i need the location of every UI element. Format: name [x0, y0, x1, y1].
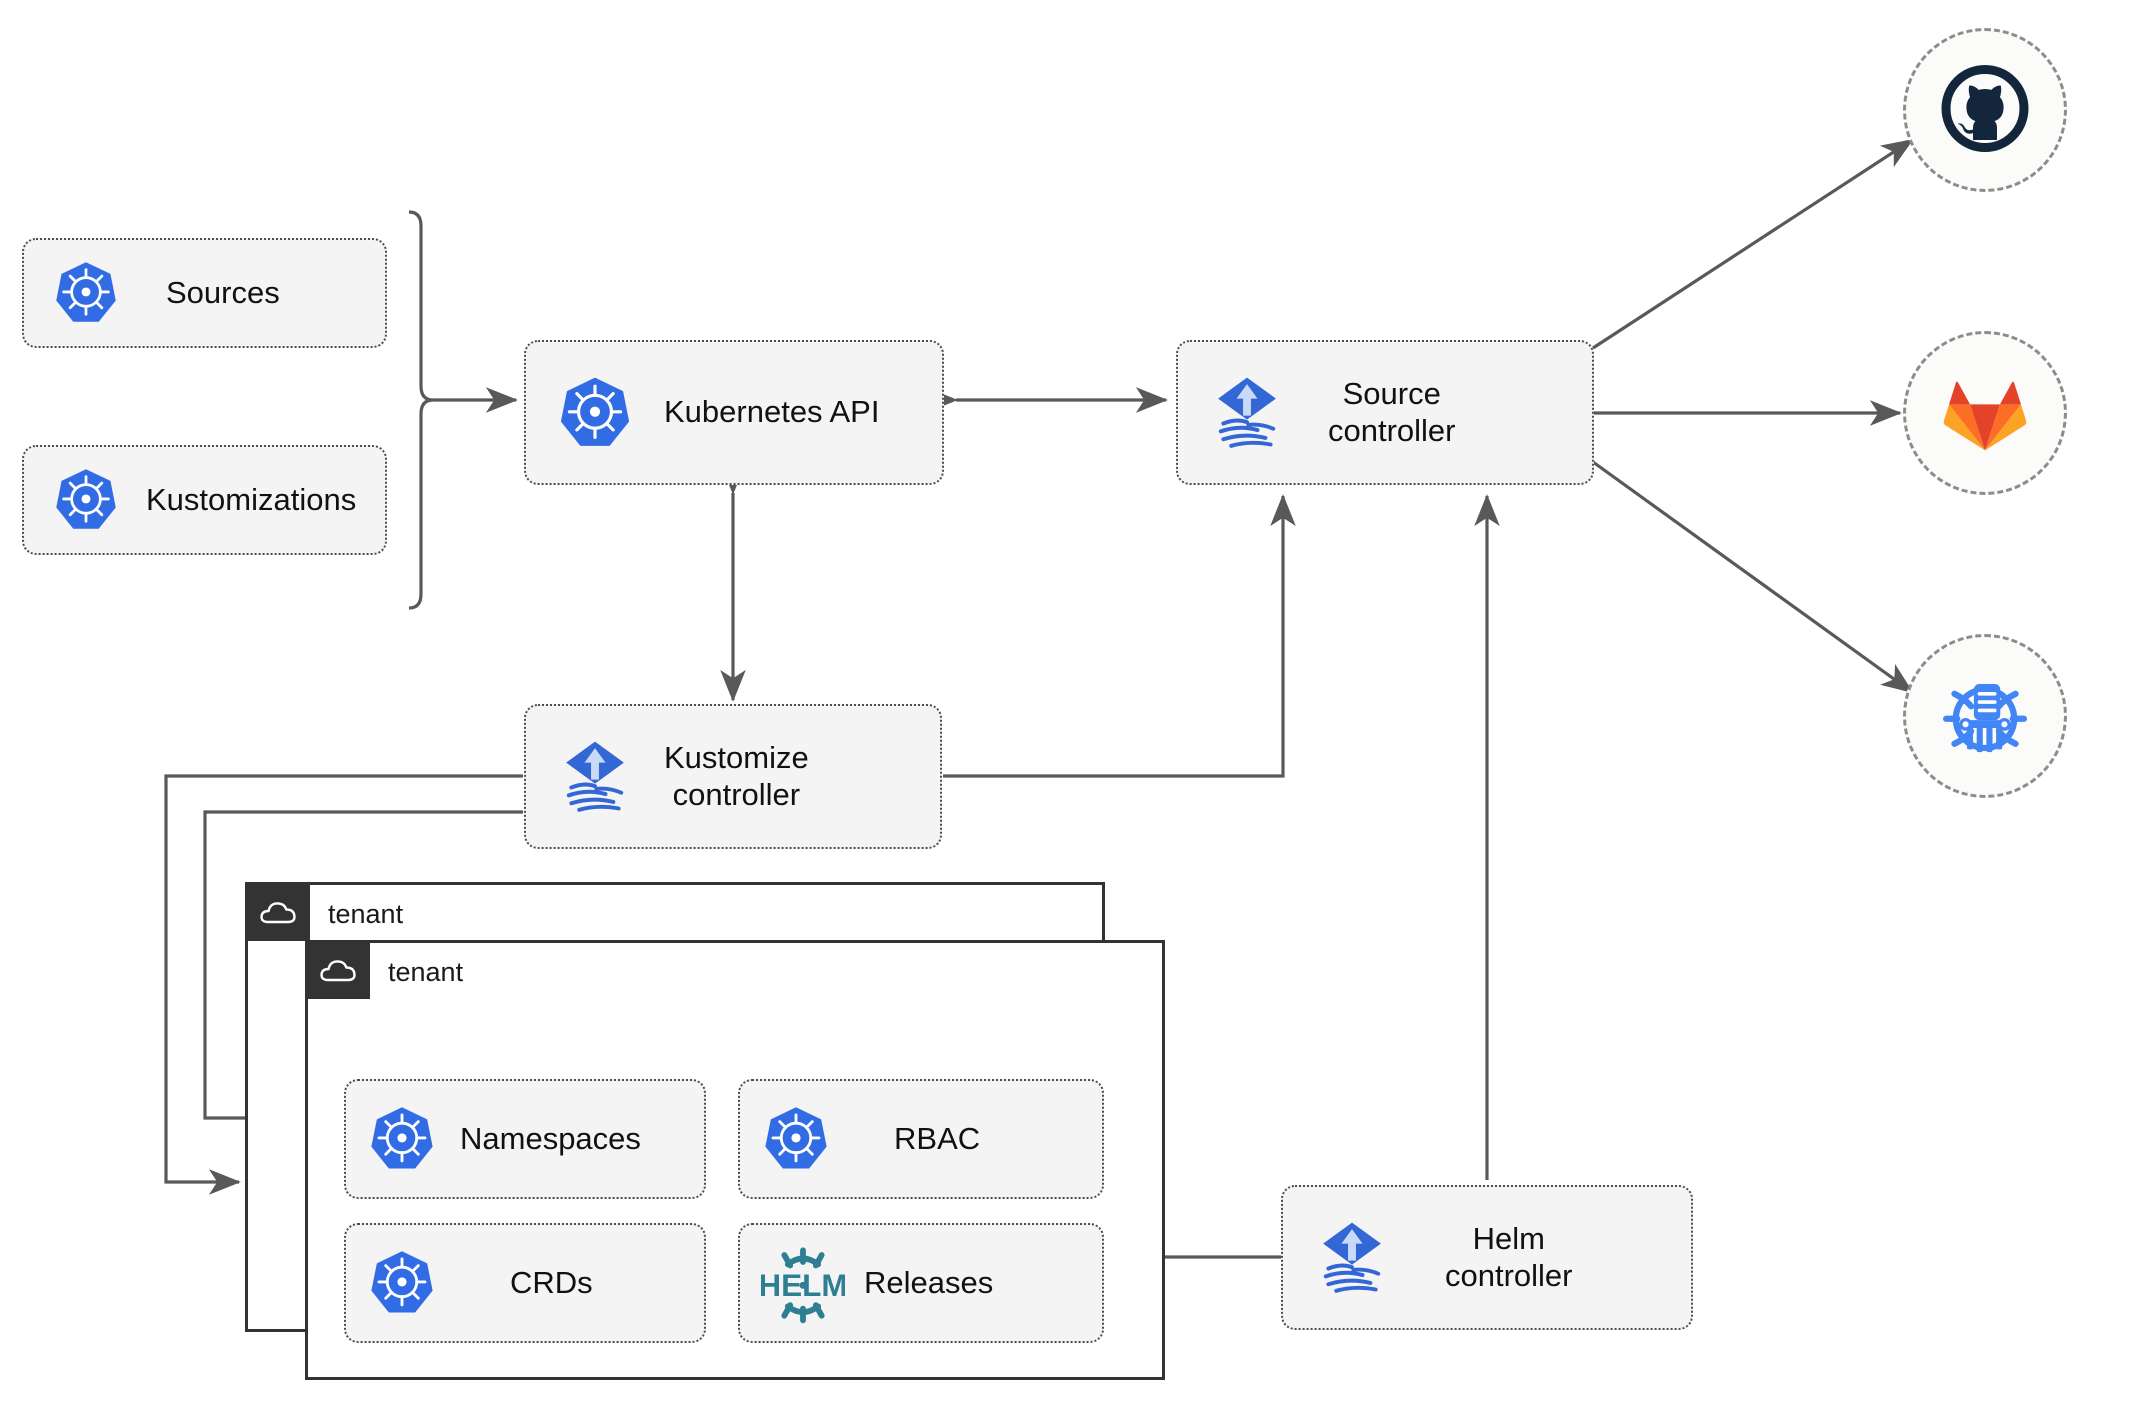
- endpoint-circle-gitlab[interactable]: [1903, 331, 2067, 495]
- resource-card-label: Sources: [166, 274, 280, 310]
- tenant-titlebar: [308, 943, 370, 999]
- bucket-icon: [1942, 684, 2028, 753]
- tenant-resource-namespaces[interactable]: Namespaces: [344, 1079, 706, 1199]
- helm-icon: HELM: [760, 1241, 846, 1325]
- kubernetes-icon: [50, 466, 122, 534]
- kubernetes-icon: [50, 259, 122, 327]
- flux-icon: [552, 735, 638, 819]
- cloud-icon: [320, 960, 356, 982]
- github-icon: [1941, 65, 2029, 152]
- resource-card-sources[interactable]: Sources: [22, 238, 387, 348]
- controller-card-source-controller[interactable]: Source controller: [1176, 340, 1594, 485]
- kubernetes-icon: [366, 1248, 438, 1318]
- edge-kustomize-to-source: [943, 494, 1296, 778]
- controller-card-label: Helm controller: [1445, 1220, 1573, 1293]
- controller-card-helm-controller[interactable]: Helm controller: [1281, 1185, 1693, 1330]
- tenant-resource-label: RBAC: [894, 1120, 981, 1156]
- tenant-titlebar: [248, 885, 310, 941]
- kubernetes-icon: [760, 1104, 832, 1174]
- flux-icon: [1204, 371, 1290, 455]
- tenant-window-front[interactable]: tenant N: [305, 940, 1165, 1380]
- edge-kustomize-to-tenant-back: [164, 774, 523, 1195]
- edge-source-to-github: [1592, 138, 1914, 350]
- tenant-label: tenant: [328, 899, 404, 929]
- tenant-resource-label: Namespaces: [460, 1120, 641, 1156]
- endpoint-circle-github[interactable]: [1903, 28, 2067, 192]
- tenant-resource-crds[interactable]: CRDs: [344, 1223, 706, 1343]
- controller-card-kubernetes-api[interactable]: Kubernetes API: [524, 340, 944, 485]
- controller-card-label: Source controller: [1328, 375, 1456, 448]
- svg-text:HELM: HELM: [761, 1267, 845, 1303]
- gitlab-icon: [1943, 381, 2027, 451]
- endpoint-circle-bucket[interactable]: [1903, 634, 2067, 798]
- edge-source-to-bucket: [1592, 460, 1914, 694]
- tenant-resource-releases[interactable]: HELM Releases: [738, 1223, 1104, 1343]
- resource-card-label: Kustomizations: [146, 481, 357, 517]
- tenant-resource-rbac[interactable]: RBAC: [738, 1079, 1104, 1199]
- tenant-label: tenant: [388, 957, 464, 987]
- controller-card-label: Kustomize controller: [664, 739, 809, 812]
- kubernetes-icon: [554, 374, 636, 452]
- resource-card-kustomizations[interactable]: Kustomizations: [22, 445, 387, 555]
- tenant-resource-label: Releases: [864, 1264, 994, 1300]
- cloud-icon: [260, 902, 296, 924]
- controller-card-label: Kubernetes API: [664, 394, 880, 430]
- tenant-resource-label: CRDs: [510, 1264, 593, 1300]
- flux-icon: [1309, 1216, 1395, 1300]
- kubernetes-icon: [366, 1104, 438, 1174]
- controller-card-kustomize-controller[interactable]: Kustomize controller: [524, 704, 942, 849]
